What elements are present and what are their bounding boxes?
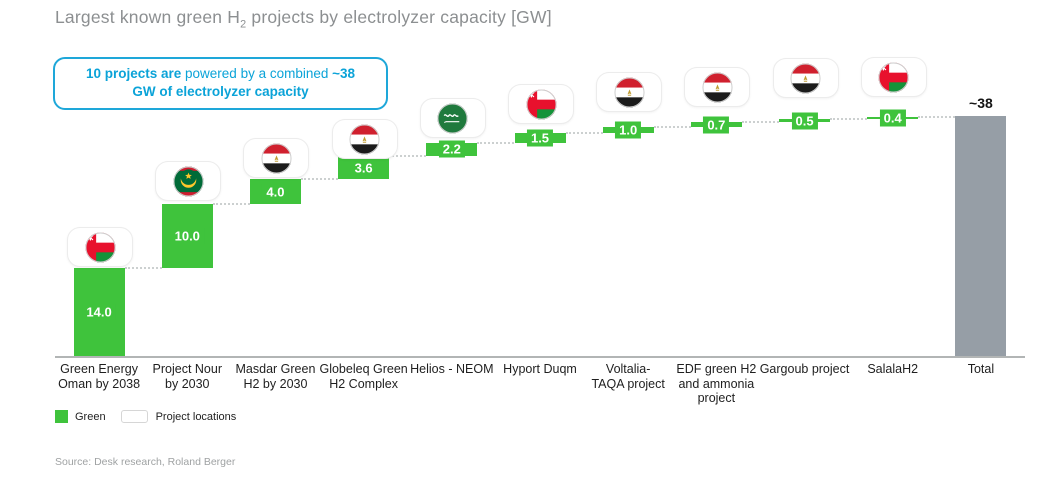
flag-saudi-arabia-icon — [437, 102, 468, 134]
source-note: Source: Desk research, Roland Berger — [55, 456, 236, 468]
project-flag-card — [508, 84, 574, 124]
project-flag-card — [155, 161, 222, 201]
callout-regular: powered by a combined — [185, 66, 333, 81]
waterfall-connector — [565, 132, 603, 135]
x-axis-label: Project Nour by 2030 — [152, 362, 222, 391]
bar-value-label: 0.4 — [879, 109, 906, 127]
bar-value-label: 1.0 — [615, 121, 642, 139]
callout-bold-lead: 10 projects are — [85, 66, 186, 81]
waterfall-connector — [830, 118, 868, 121]
flag-oman-icon — [85, 231, 116, 263]
callout-box: 10 projects are powered by a combined ~3… — [53, 57, 388, 110]
bar-value-label: 10.0 — [170, 227, 204, 245]
waterfall-connector — [300, 178, 339, 181]
bar-value-label: 2.2 — [438, 140, 465, 158]
project-flag-card — [67, 227, 134, 267]
bar-value-label: 3.6 — [350, 159, 377, 177]
chart-title: Largest known green H2 projects by elect… — [55, 7, 552, 31]
bar-value-label: 0.7 — [703, 116, 730, 134]
flag-egypt-icon — [614, 76, 645, 108]
flag-mauritania-icon — [173, 165, 204, 197]
waterfall-connector — [212, 203, 250, 206]
x-axis-label: Total — [967, 362, 995, 376]
waterfall-connector — [124, 266, 162, 269]
waterfall-connector — [918, 115, 956, 118]
title-text-2: projects by electrolyzer capacity [GW] — [246, 7, 552, 27]
project-flag-card — [243, 138, 310, 178]
bar-value-label: 0.5 — [791, 112, 818, 130]
legend-green-label: Green — [75, 410, 106, 423]
x-axis-label: Hyport Duqm — [503, 362, 577, 376]
project-flag-card — [684, 67, 751, 107]
bar-value-label: 14.0 — [82, 303, 116, 321]
bar-value-label: 4.0 — [262, 183, 289, 201]
total-bar — [955, 116, 1007, 356]
flag-egypt-icon — [702, 71, 733, 103]
project-flag-card — [772, 58, 839, 98]
x-axis-label: EDF green H2 and ammonia project — [676, 362, 757, 405]
bar-value-label: 1.5 — [526, 129, 554, 147]
x-axis-label: Masdar Green H2 by 2030 — [235, 362, 316, 391]
project-flag-card — [860, 57, 927, 97]
green-swatch — [55, 410, 68, 423]
callout-bold-value: ~38 — [332, 66, 356, 81]
flag-oman-icon — [525, 88, 557, 120]
title-text-1: Largest known green H — [55, 7, 241, 27]
total-value-label: ~38 — [969, 95, 993, 111]
project-flag-card — [596, 72, 663, 112]
x-axis-label: SalalaH2 — [867, 362, 919, 376]
project-locations-chip — [120, 410, 148, 423]
legend-locations-label: Project locations — [155, 410, 237, 423]
flag-oman-icon — [878, 61, 909, 93]
x-axis-label: Voltalia- TAQA project — [591, 362, 665, 391]
x-axis-label: Gargoub project — [759, 362, 850, 376]
x-axis-line — [55, 356, 1025, 358]
flag-egypt-icon — [790, 62, 821, 94]
waterfall-connector — [477, 141, 515, 144]
callout-line1: 10 projects are powered by a combined ~3… — [86, 66, 355, 81]
flag-egypt-icon — [261, 142, 292, 174]
title-subscript: 2 — [240, 18, 247, 31]
waterfall-connector — [389, 155, 427, 158]
project-flag-card — [331, 119, 398, 159]
waterfall-connector — [741, 121, 780, 124]
project-flag-card — [419, 98, 486, 138]
x-axis-label: Globeleq Green H2 Complex — [319, 362, 408, 391]
x-axis-label: Helios - NEOM — [410, 362, 494, 376]
x-axis-label: Green Energy Oman by 2038 — [58, 362, 141, 391]
flag-egypt-icon — [349, 123, 380, 155]
legend: Green Project locations — [55, 410, 236, 423]
waterfall-connector — [653, 125, 691, 128]
callout-line2: GW of electrolyzer capacity — [132, 84, 309, 99]
